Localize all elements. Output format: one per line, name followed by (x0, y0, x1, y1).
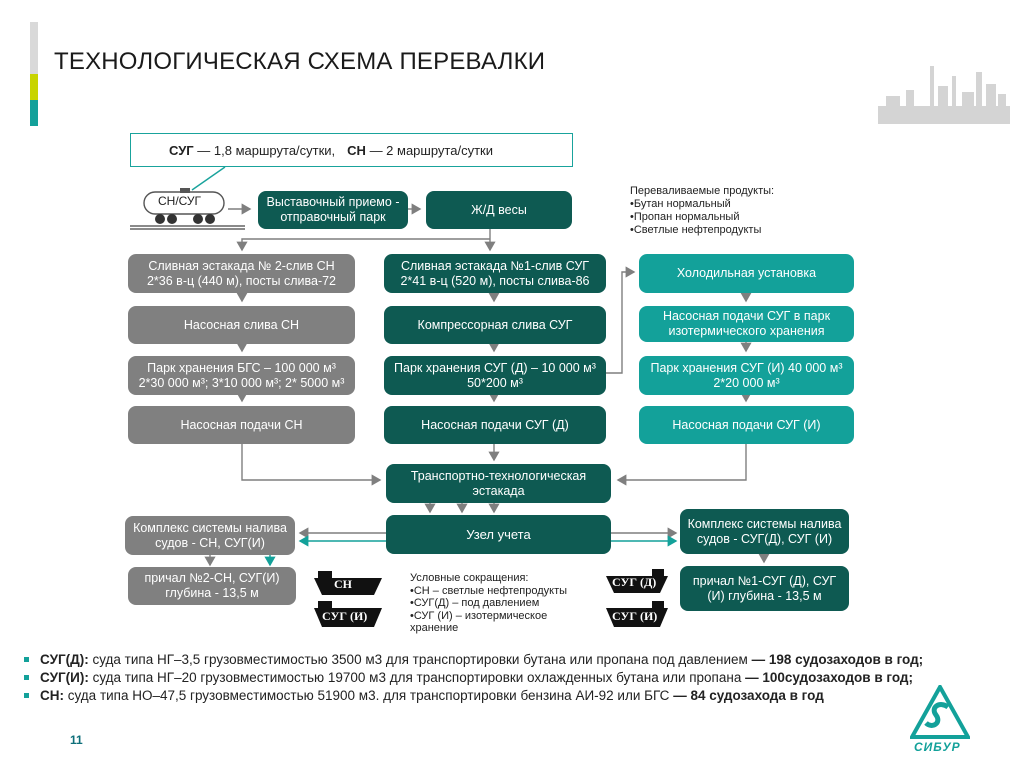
ship-sugd-label: СУГ (Д) (612, 575, 657, 589)
bullet-label: СУГ(И): (40, 670, 89, 685)
sugd-storage-line-1: Парк хранения СУГ (Д) – 10 000 м³ (394, 360, 596, 375)
ship-sugi-right-icon (606, 601, 668, 627)
railway-scales-box: Ж/Д весы (426, 191, 572, 229)
accent-bar-yellow (30, 74, 38, 100)
bullet-highlight: — 198 судозаходов в год; (751, 652, 924, 667)
legend-title: Условные сокращения: (410, 572, 529, 584)
tank-car-label: СН/СУГ (158, 194, 202, 208)
legend-item: •СН – светлые нефтепродукты (410, 584, 568, 597)
bullet-marker (24, 675, 29, 680)
products-list: Переваливаемые продукты: •Бутан нормальн… (630, 185, 774, 237)
routes-sug-text: — 1,8 маршрута/сутки, (193, 142, 336, 158)
bullet-item: СУГ(И): суда типа НГ–20 грузовместимость… (24, 669, 923, 687)
sibur-logo-icon (910, 685, 970, 739)
sugd-storage-box: Парк хранения СУГ (Д) – 10 000 м³ 50*200… (384, 356, 606, 395)
sugd-compressor-box: Компрессорная слива СУГ (384, 306, 606, 344)
page-number: 11 (70, 733, 83, 747)
vessel-bullets: СУГ(Д): суда типа НГ–3,5 грузовместимост… (24, 651, 923, 705)
ship-sugi-left-icon (314, 601, 382, 627)
left-berth-box: причал №2-СН, СУГ(И) глубина - 13,5 м (128, 567, 296, 605)
product-item: •Светлые нефтепродукты (630, 224, 762, 236)
ship-sugi-left-label: СУГ (И) (322, 609, 368, 623)
sn-storage-box: Парк хранения БГС – 100 000 м³ 2*30 000 … (128, 356, 355, 395)
cold-unit-box: Холодильная установка (639, 254, 854, 293)
logo-text: СИБУР (914, 740, 961, 754)
accent-bar-gray (30, 22, 38, 74)
sugi-supply-pump-box: Насосная подачи СУГ (И) (639, 406, 854, 444)
abbreviations-legend: Условные сокращения: •СН – светлые нефте… (410, 572, 567, 635)
sn-storage-line-1: Парк хранения БГС – 100 000 м³ (147, 360, 336, 375)
accent-bar-teal (30, 100, 38, 126)
bullet-text: суда типа НГ–3,5 грузовместимостью 3500 … (88, 652, 752, 667)
product-item: •Бутан нормальный (630, 198, 731, 210)
sn-drain-pump-box: Насосная слива СН (128, 306, 355, 344)
bullet-label: СУГ(Д): (40, 652, 89, 667)
sugd-storage-line-2: 50*200 м³ (467, 375, 523, 390)
ship-sugd-icon (606, 569, 668, 593)
bullet-item: СУГ(Д): суда типа НГ–3,5 грузовместимост… (24, 651, 923, 669)
page-title: ТЕХНОЛОГИЧЕСКАЯ СХЕМА ПЕРЕВАЛКИ (54, 48, 546, 75)
sugi-storage-line-2: 2*20 000 м³ (713, 375, 780, 390)
routes-sug-label: СУГ (169, 142, 194, 158)
routes-sn-label: СН (347, 142, 366, 158)
right-loading-complex-box: Комплекс системы налива судов - СУГ(Д), … (680, 509, 849, 554)
sugd-supply-pump-box: Насосная подачи СУГ (Д) (384, 406, 606, 444)
product-item: •Пропан нормальный (630, 211, 740, 223)
sn-supply-pump-box: Насосная подачи СН (128, 406, 355, 444)
transport-estakada-box: Транспортно-технологическая эстакада (386, 464, 611, 503)
right-berth-box: причал №1-СУГ (Д), СУГ (И) глубина - 13,… (680, 566, 849, 611)
metering-unit-box: Узел учета (386, 515, 611, 554)
bullet-highlight: — 100судозаходов в год; (745, 670, 913, 685)
bullet-label: СН: (40, 688, 64, 703)
sugi-park-pump-box: Насосная подачи СУГ в парк изотермическо… (639, 306, 854, 342)
bullet-text: суда типа НО–47,5 грузовместимостью 5190… (64, 688, 674, 703)
sn-storage-line-2: 2*30 000 м³; 3*10 000 м³; 2* 5000 м³ (138, 375, 345, 390)
ship-sn-icon (314, 571, 382, 595)
routes-callout: СУГ — 1,8 маршрута/сутки, СН — 2 маршрут… (130, 133, 573, 167)
factory-skyline-icon (878, 66, 1010, 124)
sn-drain-estakada-box: Сливная эстакада № 2-слив СН 2*36 в-ц (4… (128, 254, 355, 293)
bullet-marker (24, 657, 29, 662)
reception-park-box: Выставочный приемо - отправочный парк (258, 191, 408, 229)
legend-item: •СУГ (И) – изотермическое хранение (410, 609, 548, 635)
ship-sugi-right-label: СУГ (И) (612, 609, 658, 623)
left-loading-complex-box: Комплекс системы налива судов - СН, СУГ(… (125, 516, 295, 555)
bullet-item: СН: суда типа НО–47,5 грузовместимостью … (24, 687, 923, 705)
sugi-storage-line-1: Парк хранения СУГ (И) 40 000 м³ (650, 360, 843, 375)
ship-sn-label: СН (334, 577, 352, 591)
sugd-drain-estakada-box: Сливная эстакада №1-слив СУГ 2*41 в-ц (5… (384, 254, 606, 293)
bullet-marker (24, 693, 29, 698)
bullet-text: суда типа НГ–20 грузовместимостью 19700 … (88, 670, 746, 685)
sugi-storage-box: Парк хранения СУГ (И) 40 000 м³ 2*20 000… (639, 356, 854, 395)
products-title: Переваливаемые продукты: (630, 185, 775, 197)
legend-item: •СУГ(Д) – под давлением (410, 597, 540, 609)
tank-car-icon (143, 188, 225, 224)
routes-sn-text: — 2 маршрута/сутки (365, 142, 493, 158)
bullet-highlight: — 84 судозахода в год (673, 688, 824, 703)
